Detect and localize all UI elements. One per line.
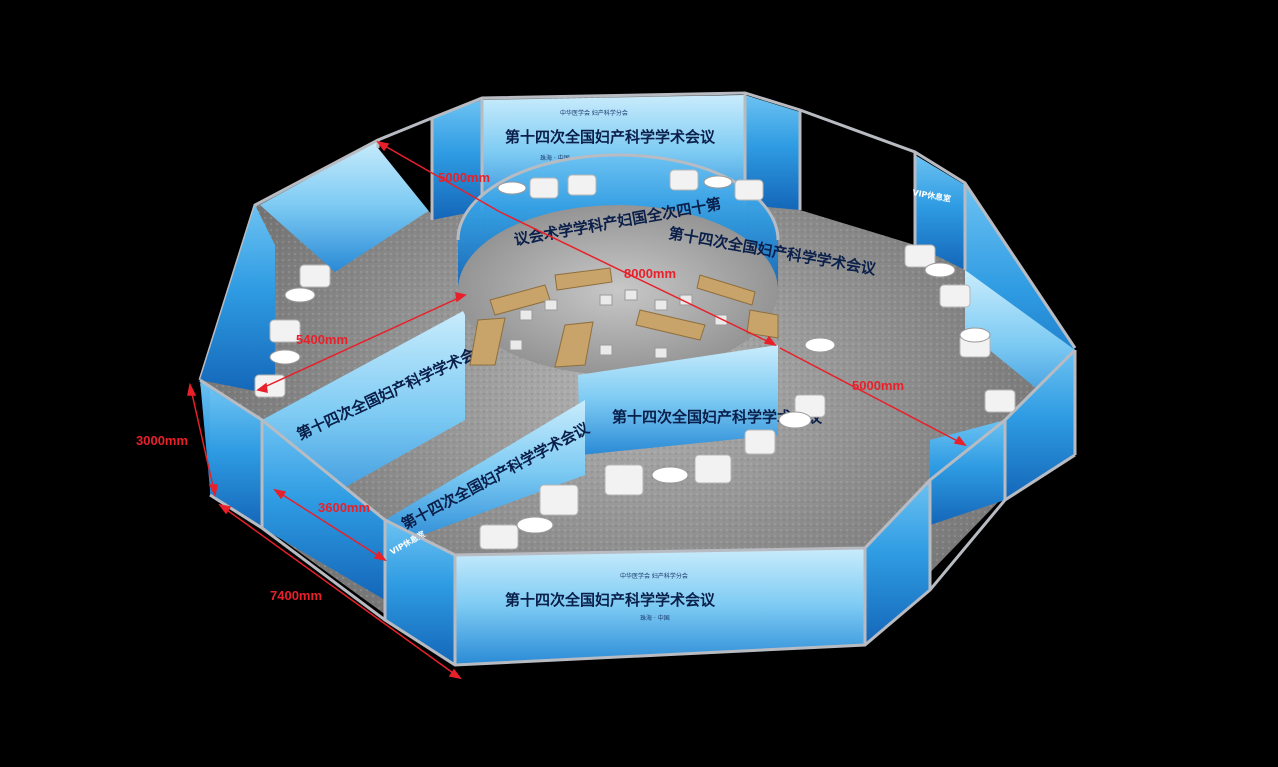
- dimension-label-height: 3000mm: [136, 433, 188, 448]
- back-panel-logo-text: 中华医学会 妇产科学分会: [560, 109, 628, 117]
- dimension-label-front-length: 7400mm: [270, 588, 322, 603]
- dimension-lines: [187, 140, 967, 680]
- dimension-label-right-depth: 5000mm: [852, 378, 904, 393]
- back-panel-title: 第十四次全国妇产科学学术会议: [505, 128, 716, 146]
- right-wall: VIP休息室: [912, 187, 1075, 525]
- front-panel-logo-text: 中华医学会 妇产科学分会: [620, 572, 688, 580]
- meeting-chairs: [509, 289, 728, 359]
- dimension-label-room-diameter: 8000mm: [624, 266, 676, 281]
- meeting-tables: [469, 267, 779, 368]
- round-tables: [269, 175, 991, 534]
- dimension-label-left-width: 5400mm: [296, 332, 348, 347]
- back-panel-subtitle: 珠海 · 中国: [540, 154, 570, 162]
- frame-front-rail: [199, 348, 1077, 557]
- frame-bottom-rail: [209, 453, 1076, 667]
- front-wall: 第十四次全国妇产科学学术会议 珠海 · 中国 中华医学会 妇产科学分会 VIP休…: [210, 390, 930, 665]
- front-panel-title: 第十四次全国妇产科学学术会议: [505, 591, 716, 609]
- frame-top-rail: [198, 91, 1077, 381]
- front-frame-posts: [260, 350, 1077, 665]
- front-panel-subtitle: 珠海 · 中国: [640, 614, 670, 622]
- round-room-front-title: 第十四次全国妇产科学学术会议: [612, 408, 823, 426]
- dimension-label-front-depth: 3600mm: [318, 500, 370, 515]
- dimension-label-back-depth: 5000mm: [438, 170, 490, 185]
